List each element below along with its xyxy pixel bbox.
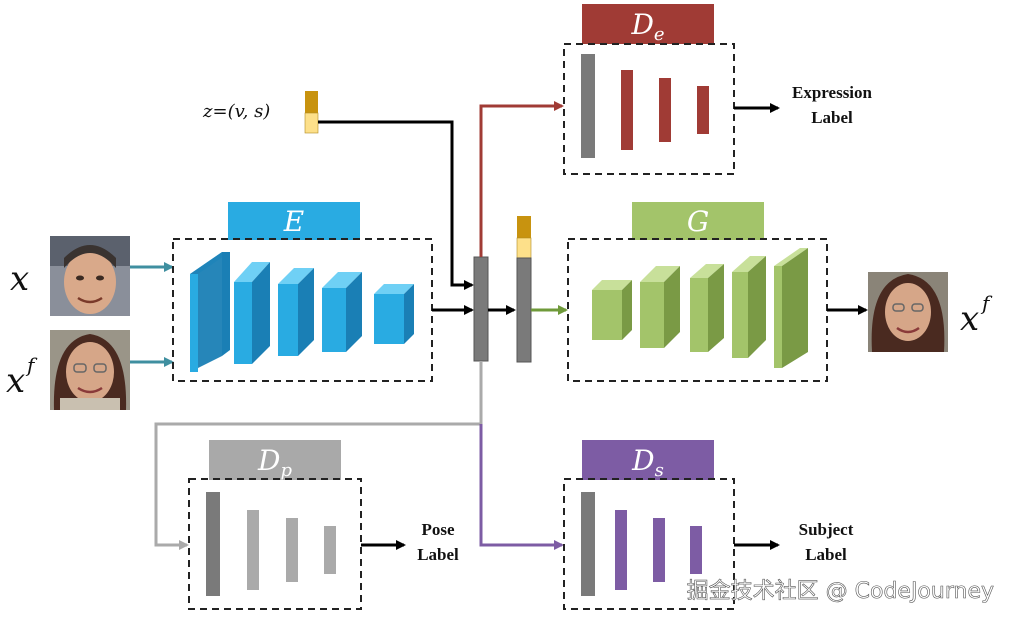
subject-label-line2: Label xyxy=(805,545,847,564)
pose-label-box xyxy=(209,440,341,480)
arrow-bar-to-subject xyxy=(479,424,564,550)
expression-disc-base: D xyxy=(630,8,653,41)
pose-disc-sub: p xyxy=(280,460,292,481)
pose-label-line1: Pose xyxy=(421,520,455,539)
expression-label-line2: Label xyxy=(811,108,853,127)
subject-disc-layers xyxy=(581,492,702,596)
arrow-bar-to-pose xyxy=(154,361,483,550)
concat-bar xyxy=(516,257,532,363)
watermark: 掘金技术社区 @ CodeJourney xyxy=(687,579,994,604)
input-xf-superscript: f xyxy=(25,353,38,377)
pose-label-line2: Label xyxy=(417,545,459,564)
output-xf-superscript: f xyxy=(980,291,993,315)
pose-disc-base: D xyxy=(257,444,280,477)
generator-label: G xyxy=(687,205,709,238)
generator-layers xyxy=(592,248,808,368)
expression-disc-sub: e xyxy=(654,24,665,45)
encoder-label-box xyxy=(228,202,360,240)
input-xf-label: x xyxy=(6,361,25,401)
pose-disc-label: Dp xyxy=(257,444,292,481)
subject-disc-label: Ds xyxy=(631,444,664,481)
subject-disc-sub: s xyxy=(655,460,664,481)
expression-disc-layers xyxy=(581,54,709,158)
output-xf-label: x xyxy=(960,299,979,339)
subject-disc-base: D xyxy=(631,444,654,477)
encoder-layers xyxy=(190,252,414,372)
latent-bar xyxy=(473,256,489,362)
arrow-bar-to-expression xyxy=(479,101,564,257)
generator-label-box xyxy=(632,202,764,240)
input-face-x xyxy=(50,236,130,316)
input-x-label: x xyxy=(10,259,29,299)
output-face-xf xyxy=(868,272,948,352)
code-z-label: z=(v, s) xyxy=(202,101,270,122)
subject-label-line1: Subject xyxy=(799,520,854,539)
code-z-block-top xyxy=(305,91,318,113)
code-z-block-bottom xyxy=(304,112,319,134)
pose-disc-layers xyxy=(206,492,336,596)
expression-label-line1: Expression xyxy=(792,83,873,102)
expression-disc-label: De xyxy=(630,8,664,45)
arrow-z-to-bar xyxy=(318,120,474,290)
concat-code-top xyxy=(517,216,531,238)
encoder-label: E xyxy=(283,205,304,238)
pose-disc-box xyxy=(188,478,362,610)
expression-label-box xyxy=(582,4,714,44)
input-face-xf xyxy=(50,330,130,410)
subject-label-box xyxy=(582,440,714,480)
concat-code-light xyxy=(516,237,532,259)
